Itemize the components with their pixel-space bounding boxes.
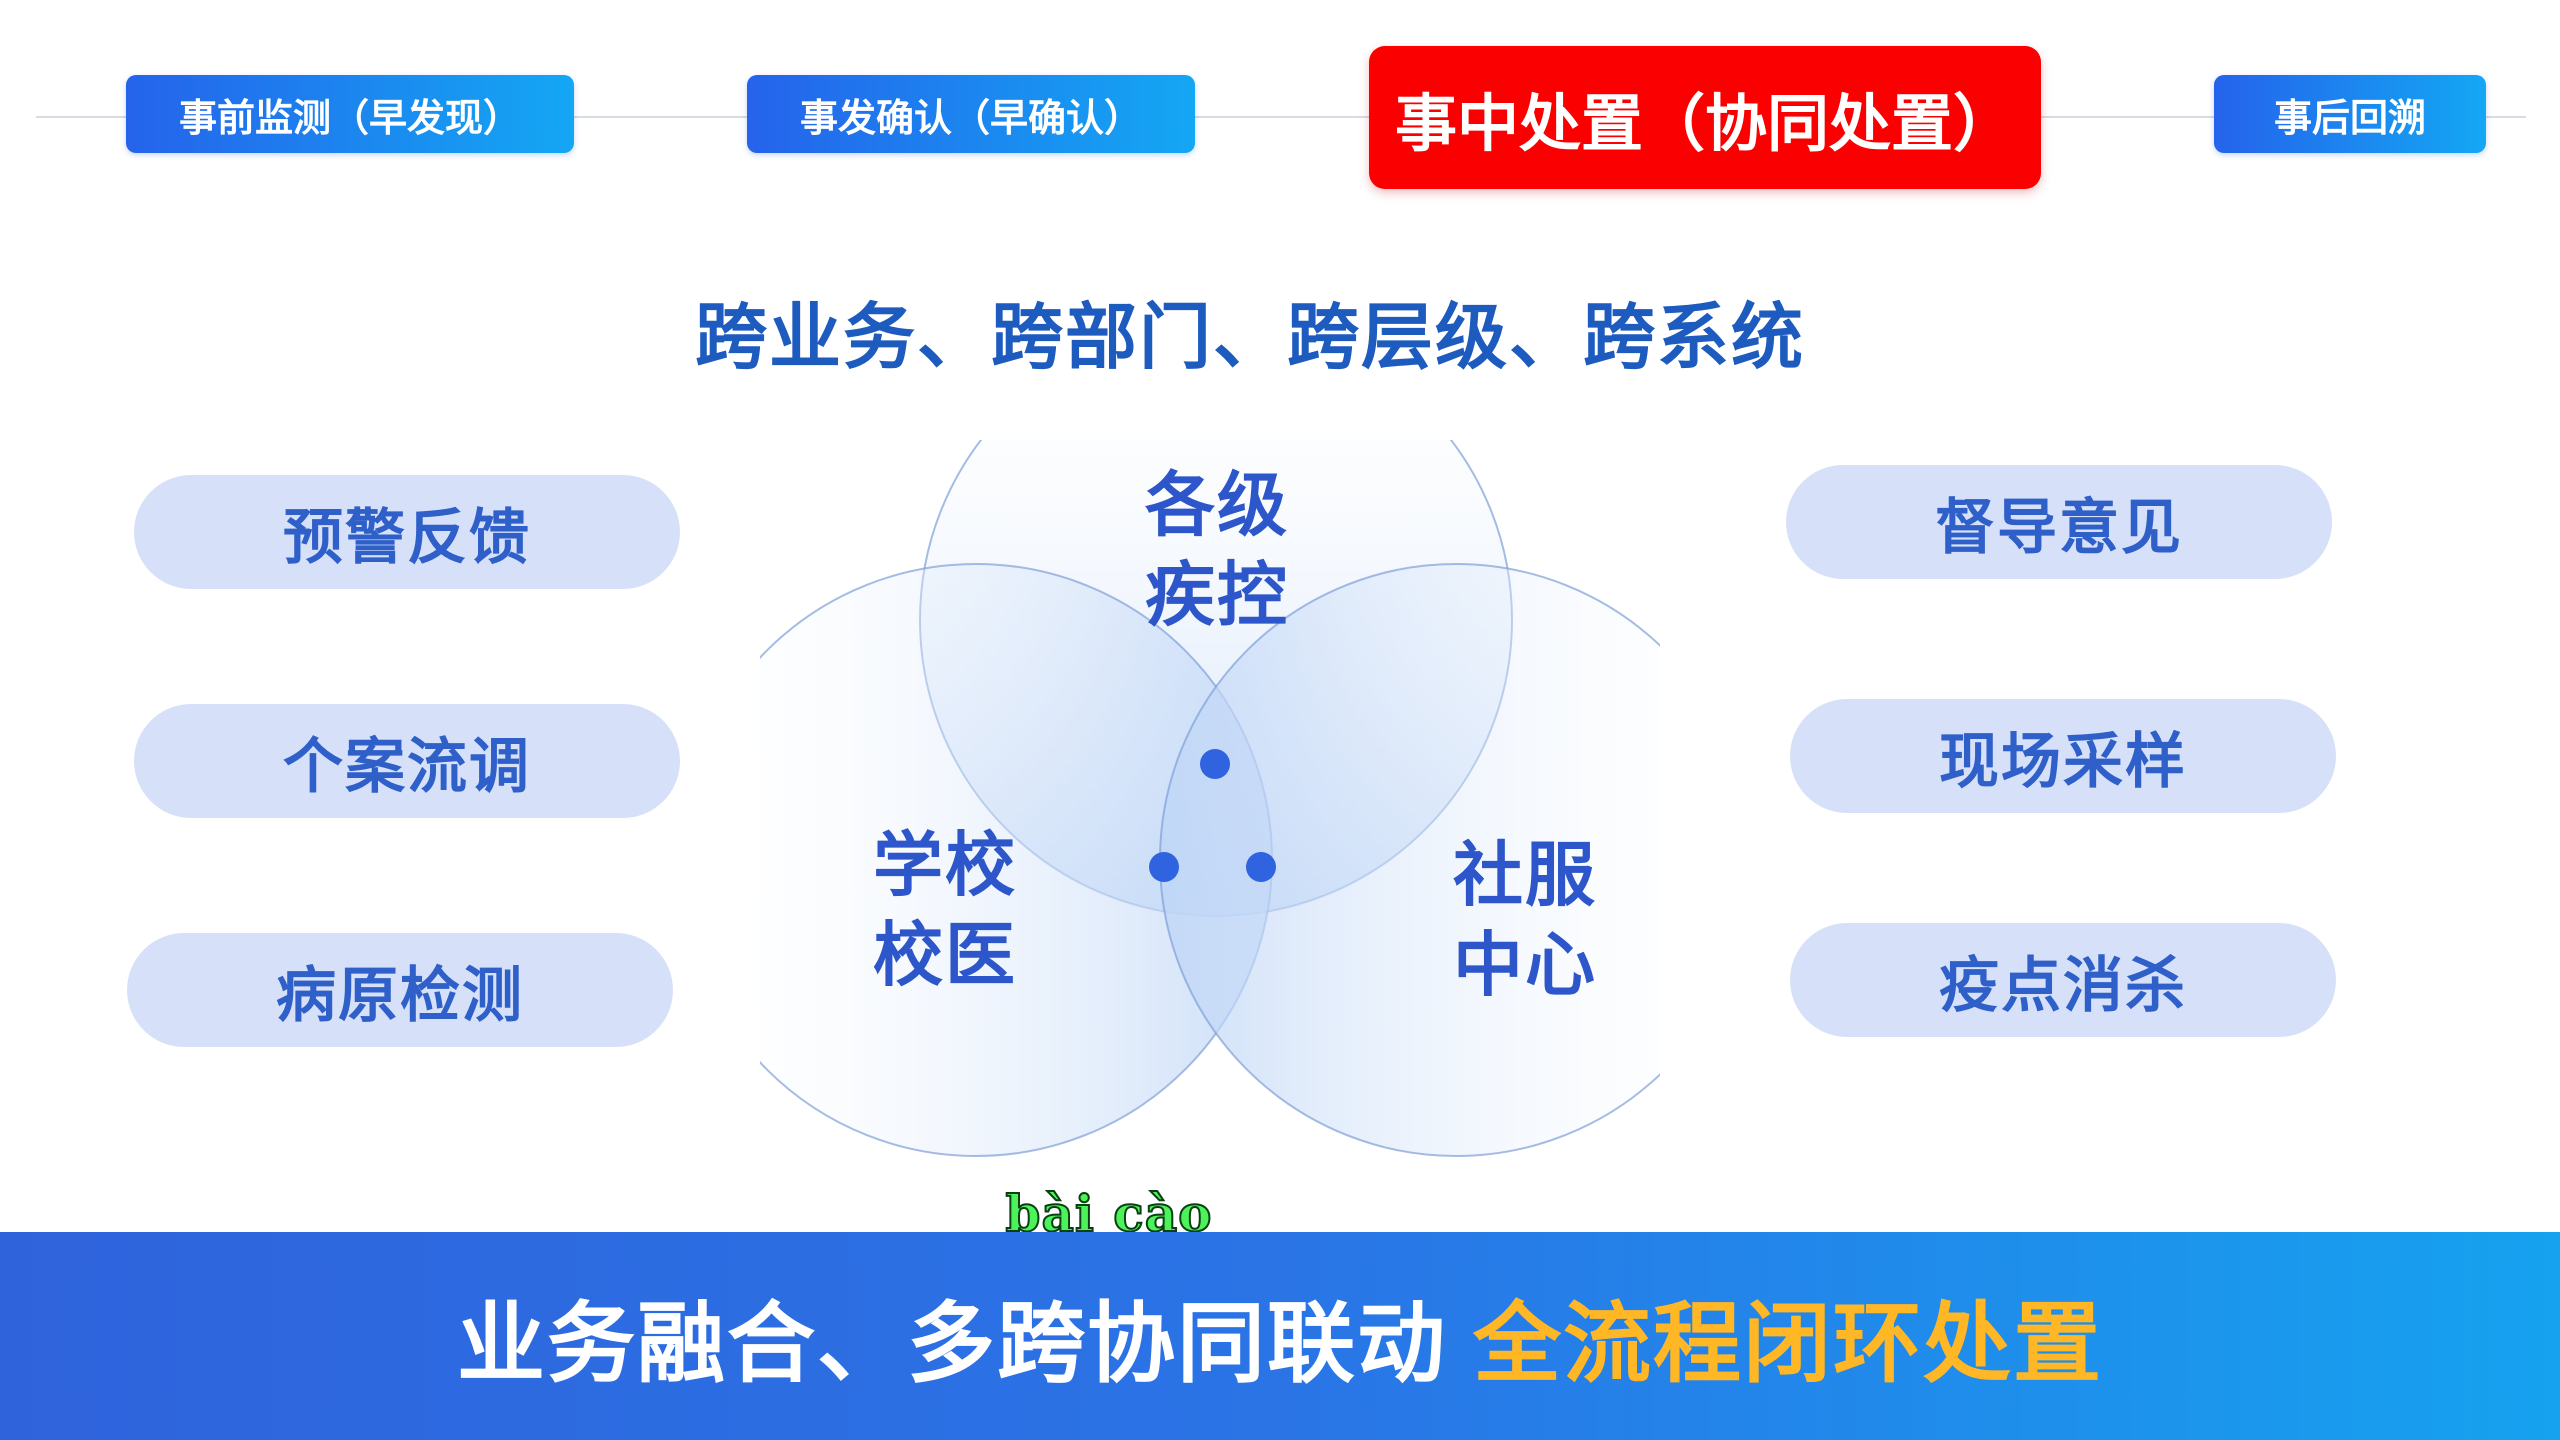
left-item-warning-feedback: 预警反馈 [134,475,680,589]
stage-confirmation[interactable]: 事发确认（早确认） [747,75,1195,153]
venn-label-right-line1: 社服 [1453,834,1597,916]
page-headline: 跨业务、跨部门、跨层级、跨系统 [694,295,1805,379]
venn-label-left-line2: 校医 [873,914,1017,996]
stage-retrospective[interactable]: 事后回溯 [2214,75,2486,153]
venn-node-right [1246,852,1276,882]
stage-pre-event[interactable]: 事前监测（早发现） [126,75,574,153]
left-item-case-investigation: 个案流调 [134,704,680,818]
right-item-field-sampling: 现场采样 [1790,699,2336,813]
footer-highlight-text: 全流程闭环处置 [1473,1291,2104,1395]
stage-response-active[interactable]: 事中处置（协同处置） [1369,46,2041,189]
left-item-pathogen-testing: 病原检测 [127,933,673,1047]
venn-label-left: 学校 校医 [840,820,1050,1000]
venn-label-top-line1: 各级 [1145,464,1289,546]
right-item-supervision-opinion: 督导意见 [1786,465,2332,579]
venn-node-top [1200,749,1230,779]
venn-label-left-line1: 学校 [873,824,1017,906]
venn-label-top-line2: 疾控 [1145,554,1289,636]
footer-main-text: 业务融合、多跨协同联动 [456,1291,1447,1395]
venn-label-top: 各级 疾控 [1112,460,1322,640]
footer-banner: 业务融合、多跨协同联动 全流程闭环处置 [0,1232,2560,1440]
venn-label-right: 社服 中心 [1420,830,1630,1010]
right-item-disinfection: 疫点消杀 [1790,923,2336,1037]
venn-label-right-line2: 中心 [1453,924,1597,1006]
timeline-line [36,116,2526,118]
venn-node-left [1149,852,1179,882]
venn-diagram [760,440,1660,1157]
